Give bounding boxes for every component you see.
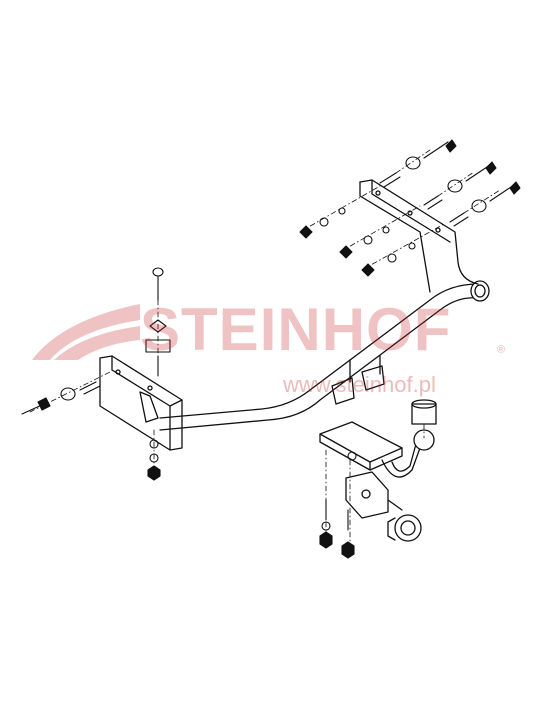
main-cross-beam <box>159 280 490 431</box>
watermark-registered-mark: ® <box>497 344 506 356</box>
left-side-bracket <box>99 355 183 451</box>
watermark-url: www.steinhof.pl <box>283 372 436 397</box>
brand-logo-swoosh <box>32 304 140 360</box>
center-clamp <box>331 355 385 405</box>
assembly-leader-lines <box>29 149 501 549</box>
right-side-bracket <box>359 179 479 293</box>
electrical-socket <box>387 514 422 542</box>
socket-bracket <box>345 471 403 519</box>
towball-assembly <box>319 399 437 478</box>
watermark-brand: STEINHOF <box>140 296 452 363</box>
